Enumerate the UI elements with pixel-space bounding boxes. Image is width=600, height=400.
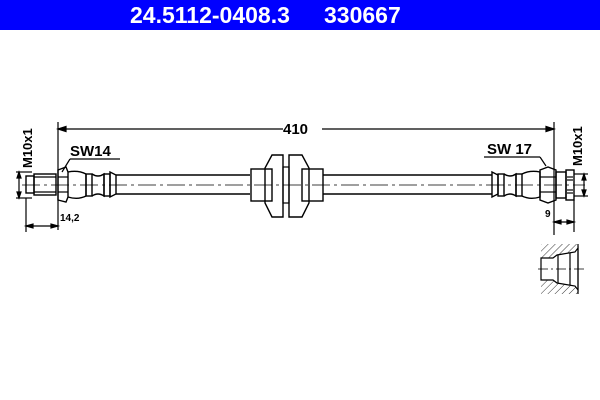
left-thread-label: M10x1 xyxy=(20,128,35,168)
part-number: 24.5112-0408.3 xyxy=(130,2,290,28)
reference-number: 330667 xyxy=(324,2,401,28)
port-detail-view xyxy=(538,244,586,294)
left-length-dim: 14,2 xyxy=(60,213,80,224)
title-bar: 24.5112-0408.3 330667 xyxy=(0,0,600,30)
right-thread-label: M10x1 xyxy=(570,126,585,166)
overall-length-label: 410 xyxy=(283,121,308,138)
right-wrench-size: SW 17 xyxy=(487,141,532,158)
left-wrench-size: SW14 xyxy=(70,143,112,160)
right-length-dim: 9 xyxy=(545,209,551,220)
